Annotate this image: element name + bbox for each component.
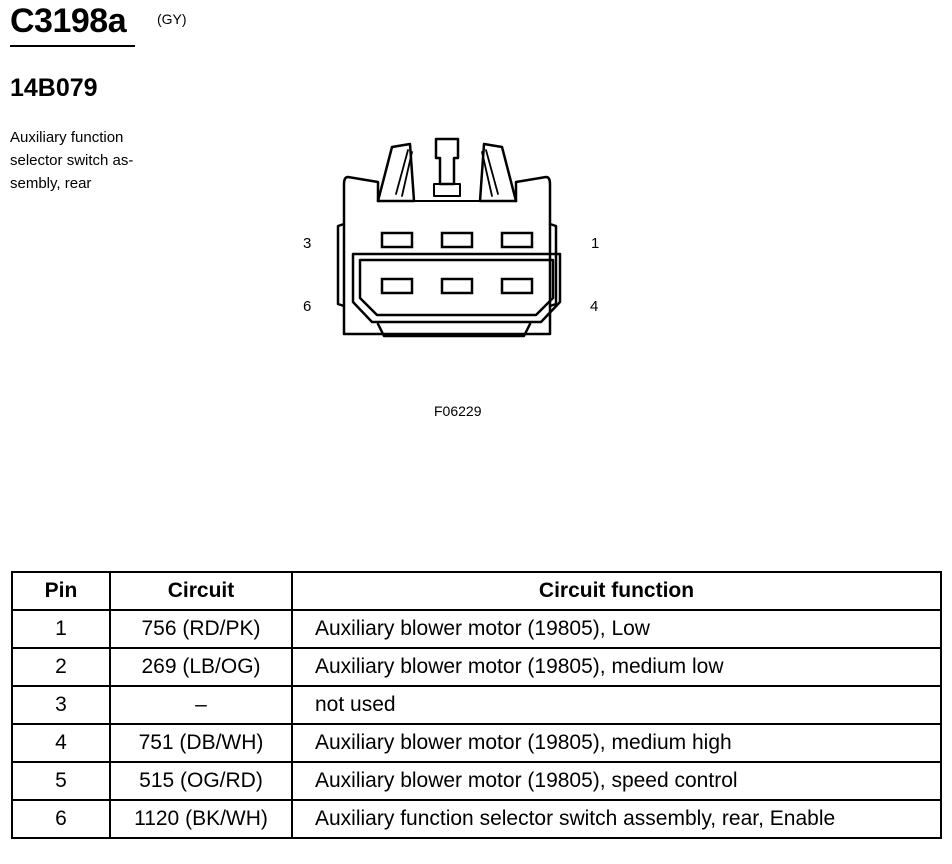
table-row: 4 751 (DB/WH) Auxiliary blower motor (19… (11, 723, 942, 763)
connector-right-ear (548, 222, 558, 308)
cell-circuit: – (109, 685, 293, 725)
cell-pin: 3 (11, 685, 111, 725)
cell-pin: 2 (11, 647, 111, 687)
pin-cavity-3 (380, 231, 414, 249)
cell-function: Auxiliary function selector switch assem… (291, 799, 942, 839)
table-row: 1 756 (RD/PK) Auxiliary blower motor (19… (11, 609, 942, 649)
connector-housing-outline (342, 175, 552, 336)
cell-pin: 6 (11, 799, 111, 839)
pin-cavity-2 (440, 231, 474, 249)
cell-circuit: 756 (RD/PK) (109, 609, 293, 649)
connector-face-diagram (336, 137, 562, 338)
header-pin: Pin (11, 571, 111, 611)
description-line-3: sembly, rear (10, 175, 92, 192)
keyed-shroud-outer (351, 252, 562, 324)
cell-function: not used (291, 685, 942, 725)
cell-function: Auxiliary blower motor (19805), medium h… (291, 723, 942, 763)
part-number: 14B079 (10, 74, 98, 102)
cell-circuit: 1120 (BK/WH) (109, 799, 293, 839)
table-row: 6 1120 (BK/WH) Auxiliary function select… (11, 799, 942, 839)
pin-table: Pin Circuit Circuit function 1 756 (RD/P… (11, 571, 942, 839)
cell-function: Auxiliary blower motor (19805), medium l… (291, 647, 942, 687)
table-row: 3 – not used (11, 685, 942, 725)
pin-label-4: 4 (590, 298, 599, 315)
cell-circuit: 751 (DB/WH) (109, 723, 293, 763)
connector-color-code: (GY) (157, 11, 187, 27)
cell-pin: 5 (11, 761, 111, 801)
connector-id: C3198a (10, 2, 127, 40)
table-row: 2 269 (LB/OG) Auxiliary blower motor (19… (11, 647, 942, 687)
component-description: Auxiliary function selector switch as- s… (10, 126, 180, 195)
pin-cavity-6 (380, 277, 414, 295)
title-underline (10, 45, 135, 47)
pin-cavity-1 (500, 231, 534, 249)
description-line-1: Auxiliary function (10, 129, 124, 146)
latch-center-tab (433, 183, 461, 197)
table-row: 5 515 (OG/RD) Auxiliary blower motor (19… (11, 761, 942, 801)
pin-label-1: 1 (591, 235, 600, 252)
figure-code: F06229 (434, 403, 482, 419)
latch-left (376, 142, 416, 203)
connector-bottom-lip (376, 322, 532, 338)
cell-pin: 4 (11, 723, 111, 763)
keyed-shroud-inner (358, 258, 555, 317)
table-header-row: Pin Circuit Circuit function (11, 571, 942, 611)
description-line-2: selector switch as- (10, 152, 134, 169)
pin-label-6: 6 (303, 298, 312, 315)
latch-right (478, 142, 518, 203)
header-circuit-function: Circuit function (291, 571, 942, 611)
latch-center (434, 137, 460, 186)
connector-left-ear (336, 222, 346, 308)
pin-label-3: 3 (303, 235, 312, 252)
cell-function: Auxiliary blower motor (19805), Low (291, 609, 942, 649)
cell-function: Auxiliary blower motor (19805), speed co… (291, 761, 942, 801)
cell-circuit: 515 (OG/RD) (109, 761, 293, 801)
header-circuit: Circuit (109, 571, 293, 611)
pin-cavity-4 (500, 277, 534, 295)
cell-pin: 1 (11, 609, 111, 649)
cell-circuit: 269 (LB/OG) (109, 647, 293, 687)
pin-cavity-5 (440, 277, 474, 295)
